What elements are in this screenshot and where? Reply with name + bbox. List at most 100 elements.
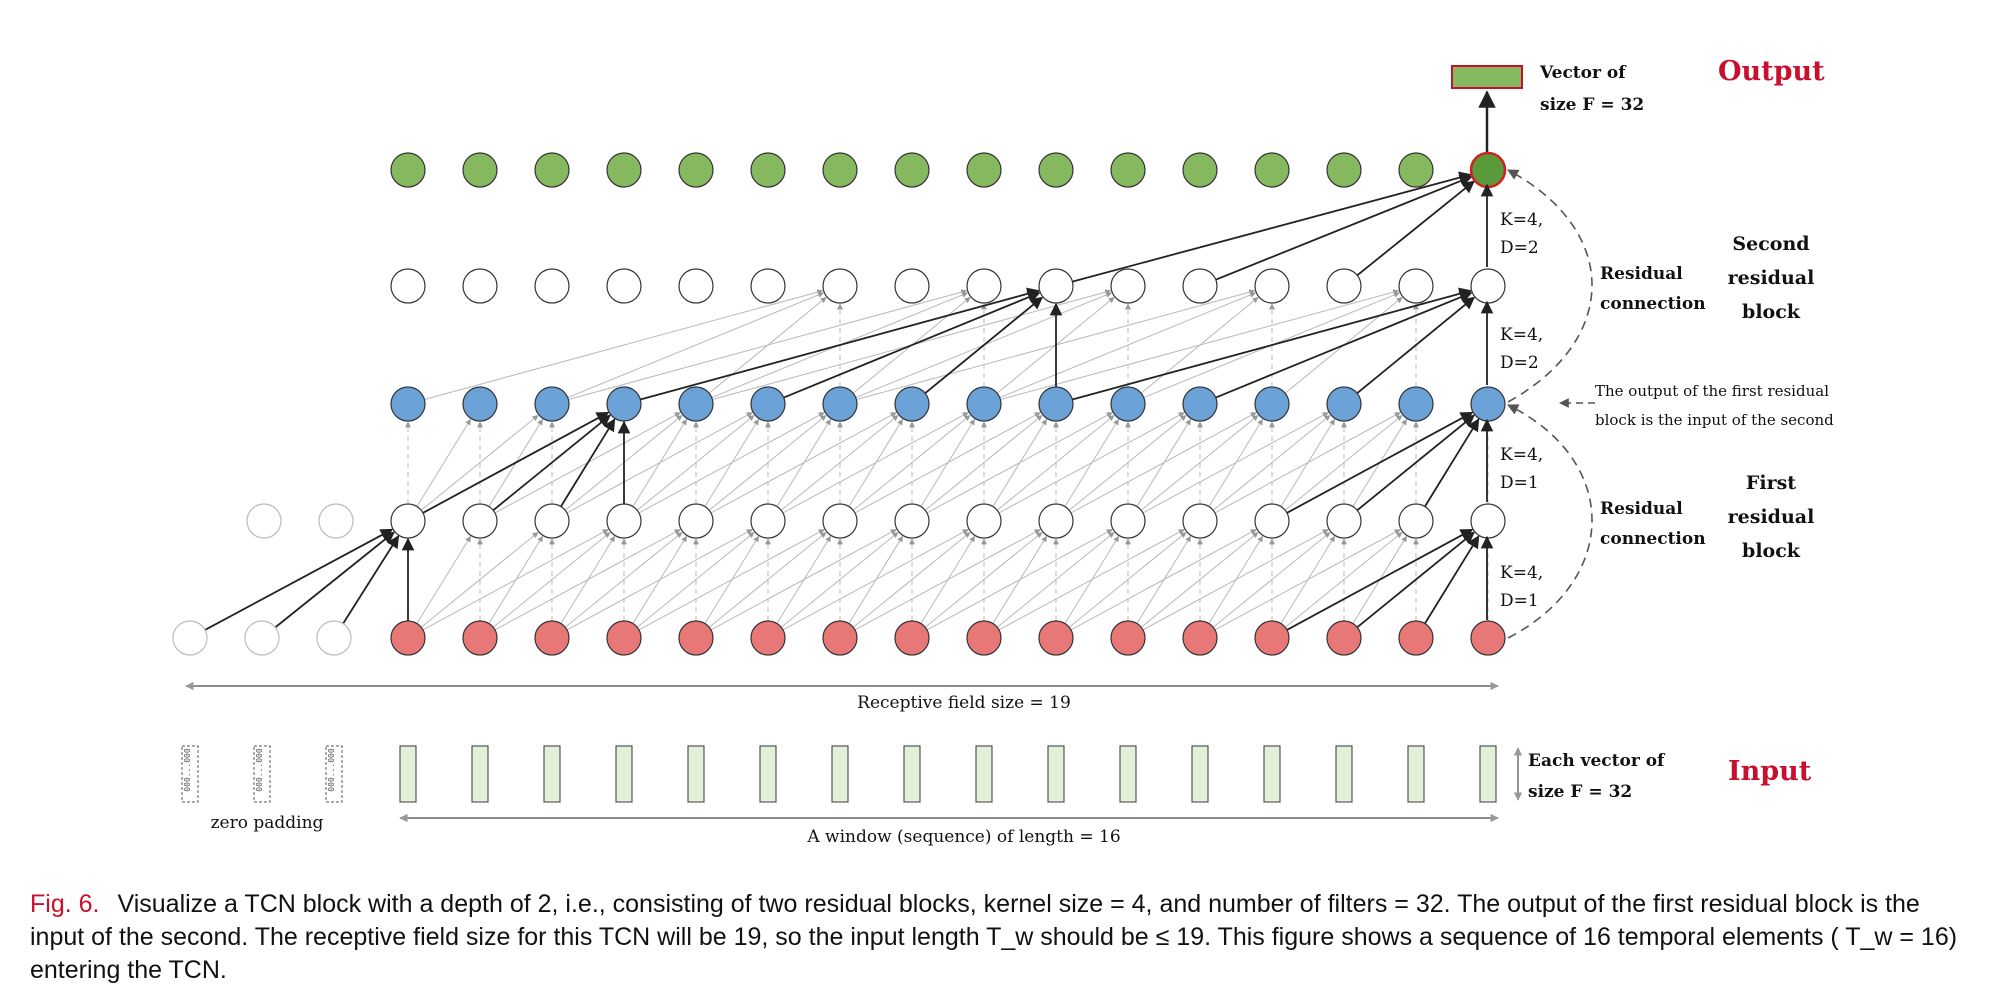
block1-hidden-node: [606, 503, 642, 539]
output-title: Output: [1718, 56, 1825, 87]
light-connection: [852, 414, 971, 511]
block1-output-node: [1254, 386, 1290, 422]
block1-output-node: [1470, 386, 1506, 422]
light-connection: [708, 414, 827, 511]
light-connection: [999, 292, 1256, 399]
block1-output-node: [534, 386, 570, 422]
block2-hidden-node: [1398, 268, 1434, 304]
input-vector-cell: [543, 745, 561, 803]
block1-output-node: [606, 386, 642, 422]
layer-param-d: D=1: [1500, 591, 1539, 611]
block2-hidden-node: [1326, 268, 1362, 304]
block1-output-node: [966, 386, 1002, 422]
output-node: [966, 152, 1002, 188]
highlighted-connection: [1286, 411, 1474, 514]
light-connection: [854, 529, 1041, 631]
input-node: [966, 620, 1002, 656]
block1-output-node: [462, 386, 498, 422]
caption-text: Visualize a TCN block with a depth of 2,…: [30, 890, 1958, 984]
block1-output-node: [678, 386, 714, 422]
light-connection: [996, 531, 1115, 628]
light-connection: [926, 412, 1113, 514]
first-output-note-line1: The output of the first residual: [1595, 382, 1829, 400]
light-connection: [566, 529, 753, 631]
block1-hidden-node: [1254, 503, 1290, 539]
light-connection: [424, 289, 824, 401]
light-connection: [1284, 531, 1403, 628]
highlighted-connection: [492, 414, 612, 511]
light-connection: [926, 529, 1113, 631]
block2-hidden-node: [1254, 268, 1290, 304]
input-node: [1398, 620, 1434, 656]
input-vector-cell: [399, 745, 417, 803]
light-connection: [852, 531, 971, 628]
second-block-line1: Second: [1732, 233, 1809, 255]
zero-padding-cell-text: 000...000: [327, 748, 336, 792]
highlighted-connection: [1424, 418, 1480, 507]
output-node: [1326, 152, 1362, 188]
light-connection: [564, 531, 683, 628]
highlighted-connection: [640, 287, 1040, 401]
input-title: Input: [1728, 756, 1812, 787]
input-node: [894, 620, 930, 656]
highlighted-connection: [560, 418, 616, 507]
light-connection: [1142, 412, 1329, 514]
output-node: [750, 152, 786, 188]
padding-node: [244, 620, 280, 656]
block2-hidden-node: [462, 268, 498, 304]
highlighted-connection: [1072, 287, 1472, 401]
light-connection: [566, 412, 753, 514]
second-block-line3: block: [1742, 301, 1801, 323]
block1-hidden-node: [750, 503, 786, 539]
light-connection: [636, 531, 755, 628]
output-node: [1398, 152, 1434, 188]
output-node: [1182, 152, 1218, 188]
input-vector-cell: [759, 745, 777, 803]
residual-connection-1-line2: connection: [1600, 529, 1706, 549]
block1-output-node: [1326, 386, 1362, 422]
light-connection: [998, 412, 1185, 514]
light-connection: [638, 529, 825, 631]
light-connection: [567, 292, 824, 399]
window-length-label: A window (sequence) of length = 16: [806, 827, 1120, 847]
block1-hidden-node: [390, 503, 426, 539]
output-node: [1038, 152, 1074, 188]
highlighted-connection: [1072, 171, 1472, 283]
zero-padding-cell-text: 000...000: [255, 748, 264, 792]
layer-param-k: K=4,: [1500, 210, 1543, 230]
highlighted-connection: [1356, 414, 1476, 511]
light-connection: [1142, 529, 1329, 631]
output-vector-line2: size F = 32: [1540, 95, 1644, 115]
block2-hidden-node: [894, 268, 930, 304]
light-connection: [996, 414, 1115, 511]
light-connection: [1140, 531, 1259, 628]
residual-connection-1-line1: Residual: [1600, 499, 1683, 519]
caption-label: Fig. 6.: [30, 890, 100, 918]
input-vector-cell: [1119, 745, 1137, 803]
highlighted-connections: [204, 171, 1480, 631]
light-connection: [924, 414, 1043, 511]
output-vector: [1451, 65, 1523, 89]
input-node: [1038, 620, 1074, 656]
output-node: [1469, 151, 1507, 189]
light-connection: [422, 529, 609, 631]
first-block-line1: First: [1746, 472, 1796, 494]
highlighted-connection: [274, 531, 395, 629]
highlighted-connection: [1215, 291, 1473, 399]
residual-arc-first: [1506, 404, 1593, 639]
highlighted-connection: [342, 535, 400, 625]
network-nodes: [172, 151, 1507, 656]
block2-hidden-node: [606, 268, 642, 304]
light-connection: [636, 414, 755, 511]
second-block-line2: residual: [1728, 267, 1815, 289]
input-vector-cell: [615, 745, 633, 803]
light-connection: [494, 529, 681, 631]
highlighted-connection: [1356, 296, 1476, 394]
light-connection: [638, 412, 825, 514]
zero-padding-cell-text: 000...000: [183, 748, 192, 792]
highlighted-connection: [1215, 175, 1473, 281]
block1-hidden-node: [462, 503, 498, 539]
light-connection: [998, 529, 1185, 631]
block1-hidden-node: [966, 503, 1002, 539]
